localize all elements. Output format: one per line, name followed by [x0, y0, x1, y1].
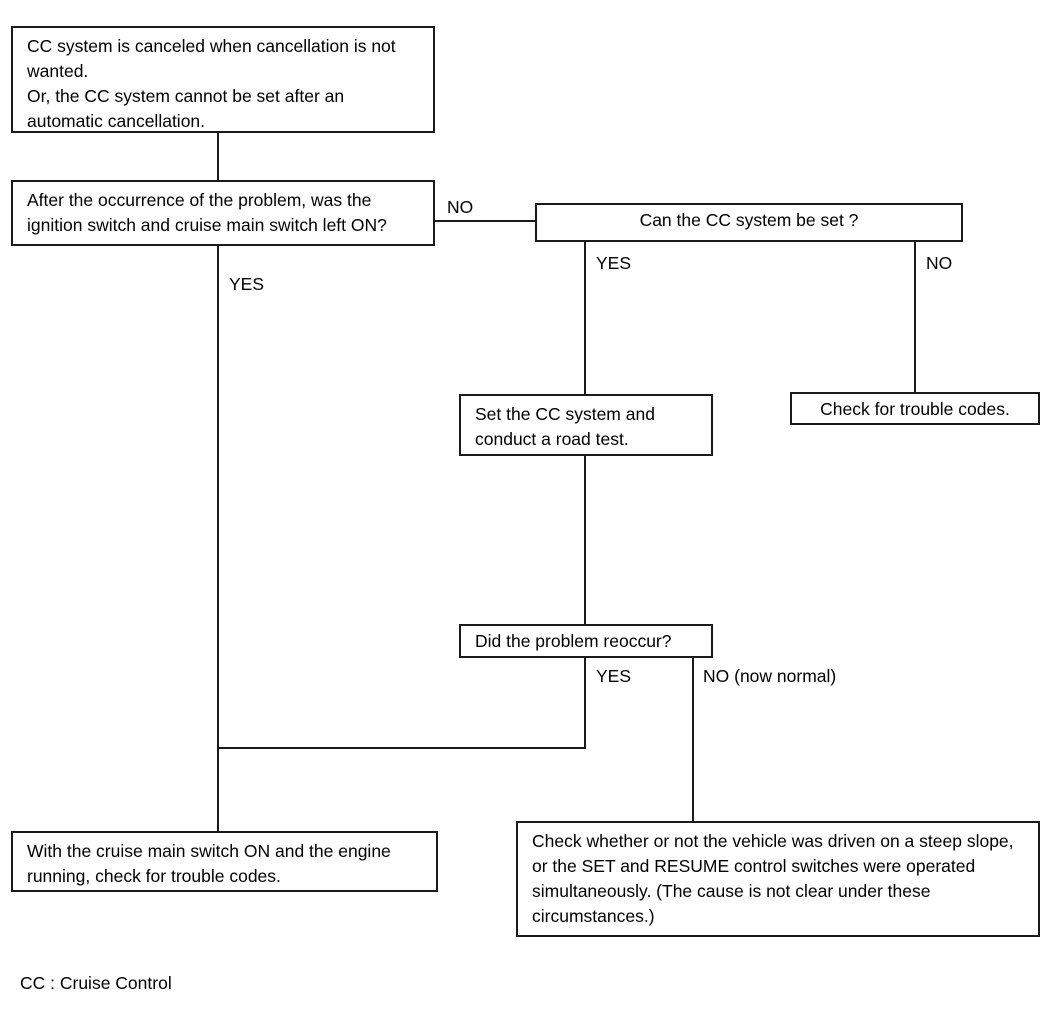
- connector-reoccur-yes-vertical: [584, 657, 586, 749]
- connector-canset-yes: [584, 241, 586, 396]
- edge-label-switch-yes: YES: [229, 274, 265, 294]
- node-switch-left-on-decision: After the occurrence of the problem, was…: [11, 180, 435, 246]
- connector-switch-yes: [217, 245, 219, 832]
- node-can-cc-system-be-set-decision: Can the CC system be set ?: [535, 203, 963, 242]
- connector-canset-no: [914, 241, 916, 394]
- connector-reoccur-yes-horizontal: [217, 747, 586, 749]
- edge-label-switch-no: NO: [447, 197, 474, 217]
- edge-label-canset-no: NO: [926, 253, 953, 273]
- node-steep-slope-check: Check whether or not the vehicle was dri…: [516, 821, 1040, 937]
- connector-reoccur-no: [692, 657, 694, 822]
- node-did-problem-reoccur-decision: Did the problem reoccur?: [459, 624, 713, 658]
- connector-roadtest-to-reoccur: [584, 455, 586, 626]
- footnote-abbreviation: CC : Cruise Control: [20, 973, 172, 993]
- node-check-for-trouble-codes: Check for trouble codes.: [790, 392, 1040, 425]
- edge-label-reoccur-no: NO (now normal): [703, 666, 837, 686]
- edge-label-canset-yes: YES: [596, 253, 632, 273]
- connector-problem-to-switch: [217, 133, 219, 182]
- edge-label-reoccur-yes: YES: [596, 666, 632, 686]
- connector-switch-no: [434, 220, 537, 222]
- node-set-cc-system-road-test: Set the CC system and conduct a road tes…: [459, 394, 713, 456]
- node-cruise-switch-on-check-codes: With the cruise main switch ON and the e…: [11, 831, 438, 892]
- node-problem-statement: CC system is canceled when cancellation …: [11, 26, 435, 133]
